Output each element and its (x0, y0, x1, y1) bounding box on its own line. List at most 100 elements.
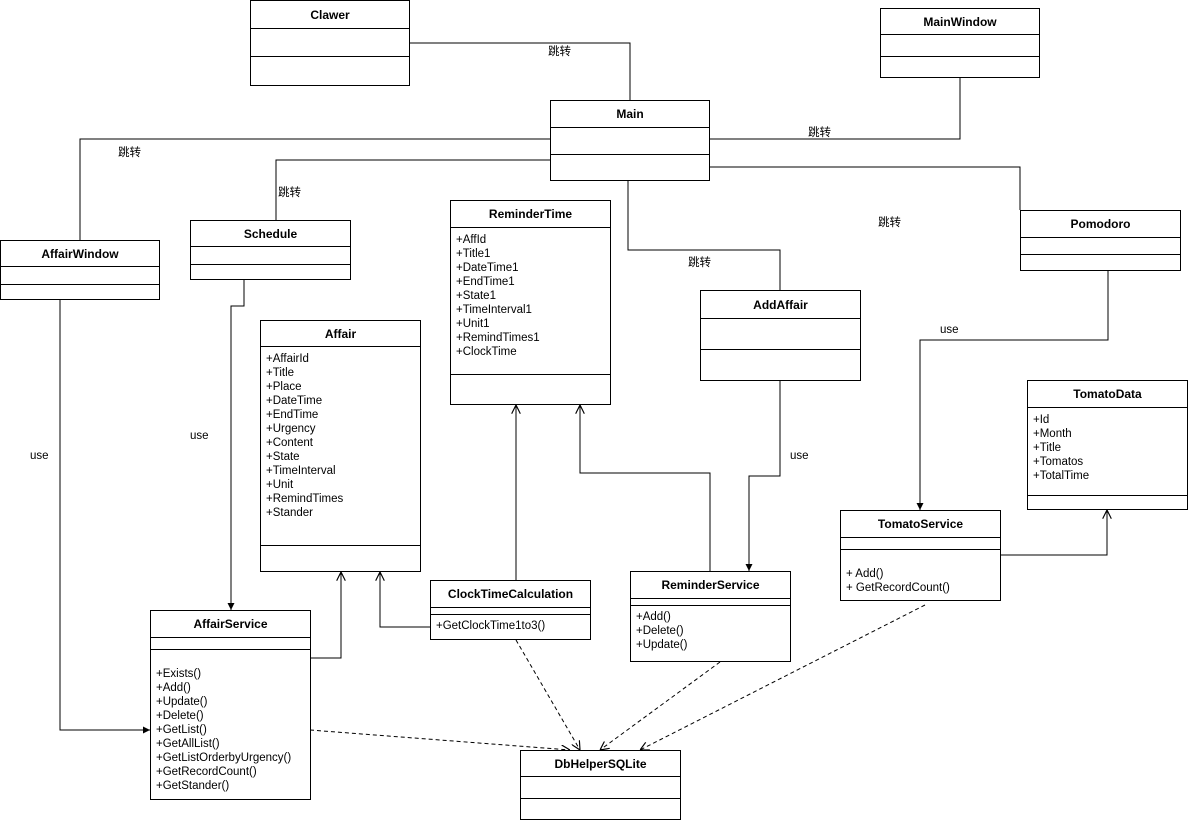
method: +GetListOrderbyUrgency() (156, 752, 292, 764)
attribute: +AffId (456, 234, 487, 246)
class-reminderservice[interactable]: ReminderService +Add() +Delete() +Update… (630, 571, 791, 662)
attribute: +Month (1033, 428, 1072, 440)
method: +Add() (636, 611, 671, 623)
attributes-section: +AffId +Title1 +DateTime1 +EndTime1 +Sta… (451, 228, 610, 375)
class-addaffair[interactable]: AddAffair (700, 290, 861, 381)
attribute: +Stander (266, 507, 313, 519)
attributes-section (1021, 238, 1180, 255)
relation-label: use (790, 450, 809, 462)
attribute: +EndTime (266, 409, 319, 421)
attribute: +RemindTimes (266, 493, 344, 505)
class-clawer[interactable]: Clawer (250, 0, 410, 86)
attribute: +Title1 (456, 248, 491, 260)
link-main-schedule (275, 159, 550, 220)
class-pomodoro[interactable]: Pomodoro (1020, 210, 1181, 271)
attribute: +EndTime1 (456, 276, 515, 288)
relation-label: use (30, 450, 49, 462)
class-remindertime[interactable]: ReminderTime +AffId +Title1 +DateTime1 +… (450, 200, 611, 405)
link-main-addaffair (627, 181, 781, 290)
attributes-section (251, 29, 409, 57)
attribute: +Id (1033, 414, 1050, 426)
class-main[interactable]: Main (550, 100, 710, 181)
class-affair[interactable]: Affair +AffairId +Title +Place +DateTime… (260, 320, 421, 572)
method: + GetRecordCount() (846, 582, 950, 594)
attribute: +State (266, 451, 300, 463)
attributes-section (551, 128, 709, 155)
link-main-affairwindow (79, 138, 550, 240)
link-affairservice-affair (310, 572, 341, 659)
class-name: AddAffair (701, 291, 860, 319)
attribute: +State1 (456, 290, 496, 302)
methods-section: +Exists() +Add() +Update() +Delete() +Ge… (151, 650, 310, 795)
attributes-section (881, 35, 1039, 57)
class-name: Clawer (251, 1, 409, 29)
class-name: ClockTimeCalculation (431, 581, 590, 608)
method: + Add() (846, 568, 884, 580)
method: +GetAllList() (156, 738, 220, 750)
method: +Exists() (156, 668, 202, 680)
method: +GetRecordCount() (156, 766, 257, 778)
attribute: +Unit1 (456, 318, 490, 330)
relation-label: 跳转 (878, 217, 901, 229)
class-name: ReminderTime (451, 201, 610, 228)
link-pomodoro-tomatoservice (916, 271, 1109, 510)
attribute: +TimeInterval (266, 465, 336, 477)
method: +GetList() (156, 724, 207, 736)
class-clocktimecalculation[interactable]: ClockTimeCalculation +GetClockTime1to3() (430, 580, 591, 640)
class-tomatodata[interactable]: TomatoData +Id +Month +Title +Tomatos +T… (1027, 380, 1188, 510)
class-affairwindow[interactable]: AffairWindow (0, 240, 160, 300)
attribute: +AffairId (266, 353, 309, 365)
class-name: DbHelperSQLite (521, 751, 680, 777)
dep-tomatoservice-db (640, 604, 926, 750)
method: +Add() (156, 682, 191, 694)
relation-label: 跳转 (278, 187, 301, 199)
class-name: AffairWindow (1, 241, 159, 267)
attribute: +DateTime1 (456, 262, 519, 274)
attribute: +Unit (266, 479, 294, 491)
attributes-section: +AffairId +Title +Place +DateTime +EndTi… (261, 347, 420, 546)
class-name: ReminderService (631, 572, 790, 599)
class-schedule[interactable]: Schedule (190, 220, 351, 280)
attributes-section: +Id +Month +Title +Tomatos +TotalTime (1028, 408, 1187, 496)
class-name: Schedule (191, 221, 350, 247)
link-schedule-affairservice (227, 280, 245, 610)
relation-label: 跳转 (548, 46, 571, 58)
method: +Update() (636, 639, 688, 651)
method: +Update() (156, 696, 208, 708)
class-name: Pomodoro (1021, 211, 1180, 238)
attributes-section (521, 777, 680, 799)
method: +Delete() (636, 625, 684, 637)
link-clocktime-affair (380, 572, 430, 628)
class-name: MainWindow (881, 9, 1039, 35)
attribute: +Title (266, 367, 295, 379)
class-name: Affair (261, 321, 420, 347)
relation-label: use (940, 324, 959, 336)
methods-section: + Add() + GetRecordCount() (841, 550, 1000, 597)
class-mainwindow[interactable]: MainWindow (880, 8, 1040, 78)
attributes-section (631, 599, 790, 606)
attributes-section (191, 247, 350, 265)
class-tomatoservice[interactable]: TomatoService + Add() + GetRecordCount() (840, 510, 1001, 601)
attributes-section (701, 319, 860, 350)
attribute: +ClockTime (456, 346, 517, 358)
methods-section: +Add() +Delete() +Update() (631, 606, 790, 654)
attribute: +RemindTimes1 (456, 332, 540, 344)
method: +GetStander() (156, 780, 230, 792)
dep-reminderservice-db (600, 661, 721, 750)
link-clawer-main (410, 42, 631, 100)
relation-label: 跳转 (808, 127, 831, 139)
method: +Delete() (156, 710, 204, 722)
attribute: +DateTime (266, 395, 323, 407)
class-affairservice[interactable]: AffairService +Exists() +Add() +Update()… (150, 610, 311, 800)
class-name: Main (551, 101, 709, 128)
methods-section: +GetClockTime1to3() (431, 615, 590, 635)
attributes-section (431, 608, 590, 615)
attributes-section (1, 267, 159, 285)
class-name: TomatoService (841, 511, 1000, 538)
attribute: +Content (266, 437, 313, 449)
attribute: +Title (1033, 442, 1062, 454)
dep-clocktime-db (515, 639, 580, 750)
class-dbhelpersqlite[interactable]: DbHelperSQLite (520, 750, 681, 820)
relation-label: 跳转 (118, 147, 141, 159)
